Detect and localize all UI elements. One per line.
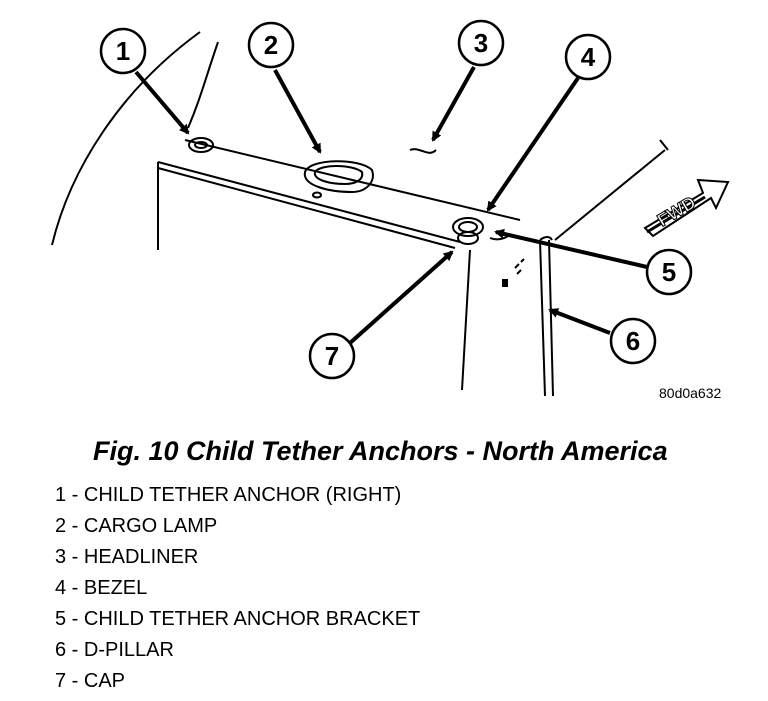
callout-4: 4 <box>564 33 612 81</box>
callout-7-number: 7 <box>325 341 339 371</box>
image-code: 80d0a632 <box>659 385 722 401</box>
callout-3-number: 3 <box>474 28 488 58</box>
forward-direction-arrow: FWD <box>643 178 730 238</box>
legend-list: 1 - CHILD TETHER ANCHOR (RIGHT) 2 - CARG… <box>55 484 420 701</box>
callout-5: 5 <box>645 248 693 296</box>
callout-6: 6 <box>609 317 657 365</box>
legend-item: 5 - CHILD TETHER ANCHOR BRACKET <box>55 608 421 630</box>
tether-anchor-illustration: FWD 1 2 3 4 5 6 7 <box>51 19 730 397</box>
figure-caption: Fig. 10 Child Tether Anchors - North Ame… <box>93 436 668 466</box>
callout-1-number: 1 <box>116 36 130 66</box>
callout-2: 2 <box>247 21 295 69</box>
legend-item: 7 - CAP <box>55 670 126 692</box>
legend-item: 1 - CHILD TETHER ANCHOR (RIGHT) <box>55 484 402 506</box>
legend-item: 6 - D-PILLAR <box>55 639 174 661</box>
legend-item: 3 - HEADLINER <box>55 546 199 568</box>
callout-7: 7 <box>308 332 356 380</box>
callout-3: 3 <box>457 19 505 67</box>
callout-4-number: 4 <box>581 42 596 72</box>
legend-item: 2 - CARGO LAMP <box>55 515 218 537</box>
fwd-label: FWD <box>654 192 699 230</box>
callout-5-number: 5 <box>662 257 676 287</box>
vehicle-interior-drawing <box>51 31 669 397</box>
leader-lines <box>134 66 648 345</box>
callout-6-number: 6 <box>626 326 640 356</box>
callout-1: 1 <box>99 27 147 75</box>
callout-2-number: 2 <box>264 30 278 60</box>
legend-item: 4 - BEZEL <box>55 577 148 599</box>
